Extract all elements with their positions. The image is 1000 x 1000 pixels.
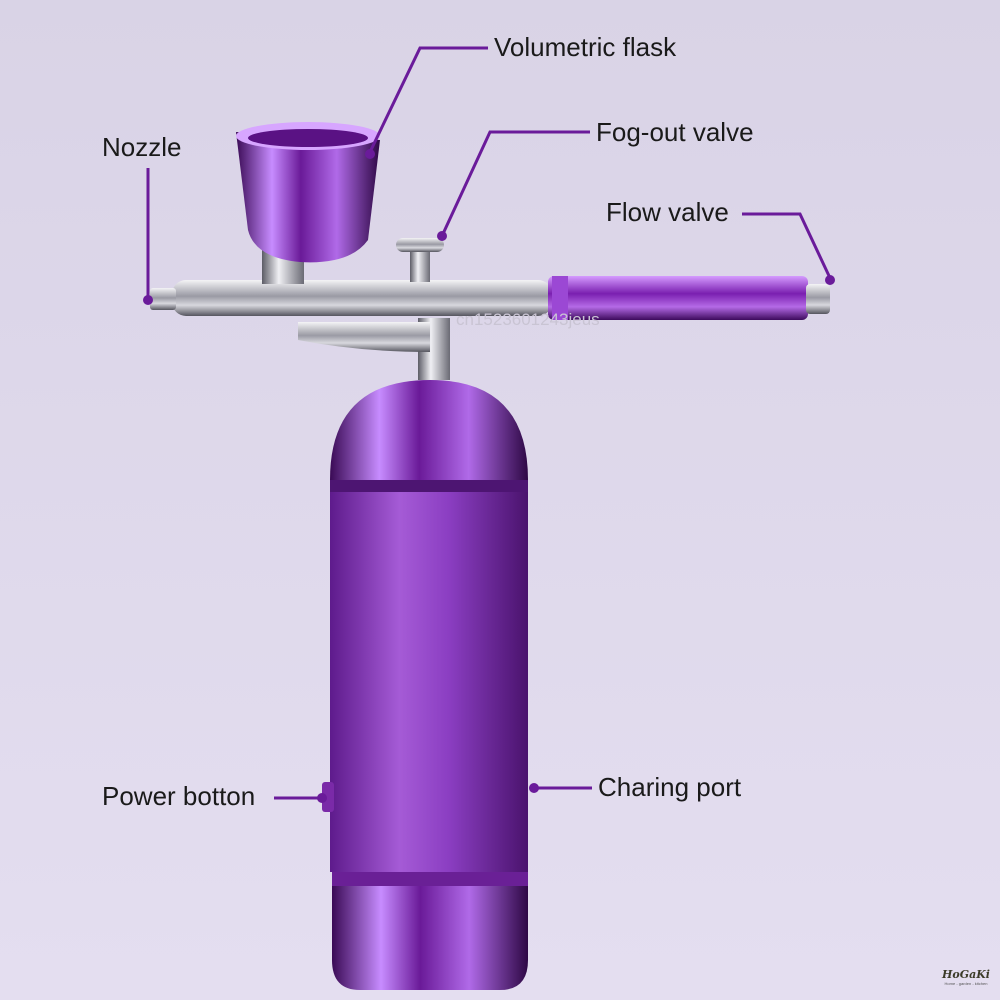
handle-connector — [298, 318, 450, 380]
leader-fog-out — [440, 130, 590, 237]
airbrush-barrel — [150, 276, 830, 320]
power-button-knob — [322, 782, 334, 812]
volumetric-flask-cup — [236, 122, 380, 284]
leader-lines — [146, 46, 832, 800]
label-power-button: Power botton — [102, 781, 256, 811]
logo-tagline: Home - garden - kitchen — [944, 981, 988, 986]
leader-dots — [143, 149, 835, 803]
logo-name: HoGaKi — [942, 968, 990, 981]
fog-out-valve-knob — [396, 238, 444, 282]
label-nozzle: Nozzle — [102, 132, 182, 162]
leader-volumetric-flask — [368, 46, 488, 153]
label-fog-out-valve: Fog-out valve — [596, 117, 754, 147]
label-charging-port: Charing port — [598, 772, 742, 802]
label-flow-valve: Flow valve — [606, 197, 729, 227]
leader-flow-valve — [742, 212, 832, 279]
watermark-text: cn1523601243jeus — [456, 310, 600, 329]
brand-logo: HoGaKi Home - garden - kitchen — [938, 968, 994, 998]
compressor-body — [330, 380, 528, 990]
label-volumetric-flask: Volumetric flask — [494, 32, 677, 62]
